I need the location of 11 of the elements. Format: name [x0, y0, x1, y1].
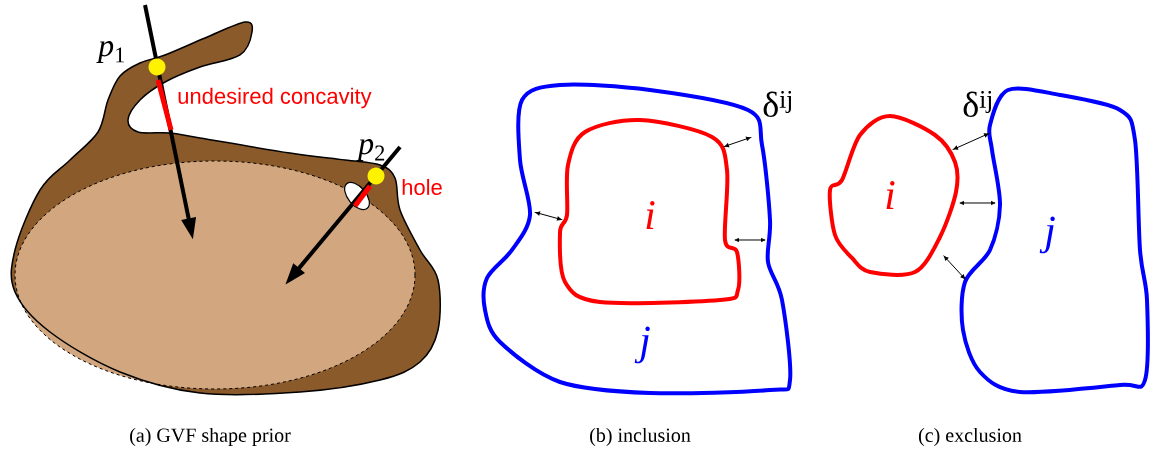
subcaption: (c) exclusion [918, 427, 1022, 447]
annotation: undesired concavity [178, 87, 372, 109]
point-label: p$_{1}$ [96, 41, 124, 63]
contour: i [557, 117, 742, 306]
point-label: p$_{2}$ [356, 139, 385, 161]
contour: i [827, 114, 960, 277]
annotation: hole [402, 178, 442, 196]
distance-symbol: δ$^{ij}$ [963, 90, 992, 117]
subcaption: (a) GVF shape prior [130, 427, 291, 447]
distance-symbol: δ$^{ij}$ [763, 90, 792, 117]
subcaption: (b) inclusion [590, 427, 691, 447]
